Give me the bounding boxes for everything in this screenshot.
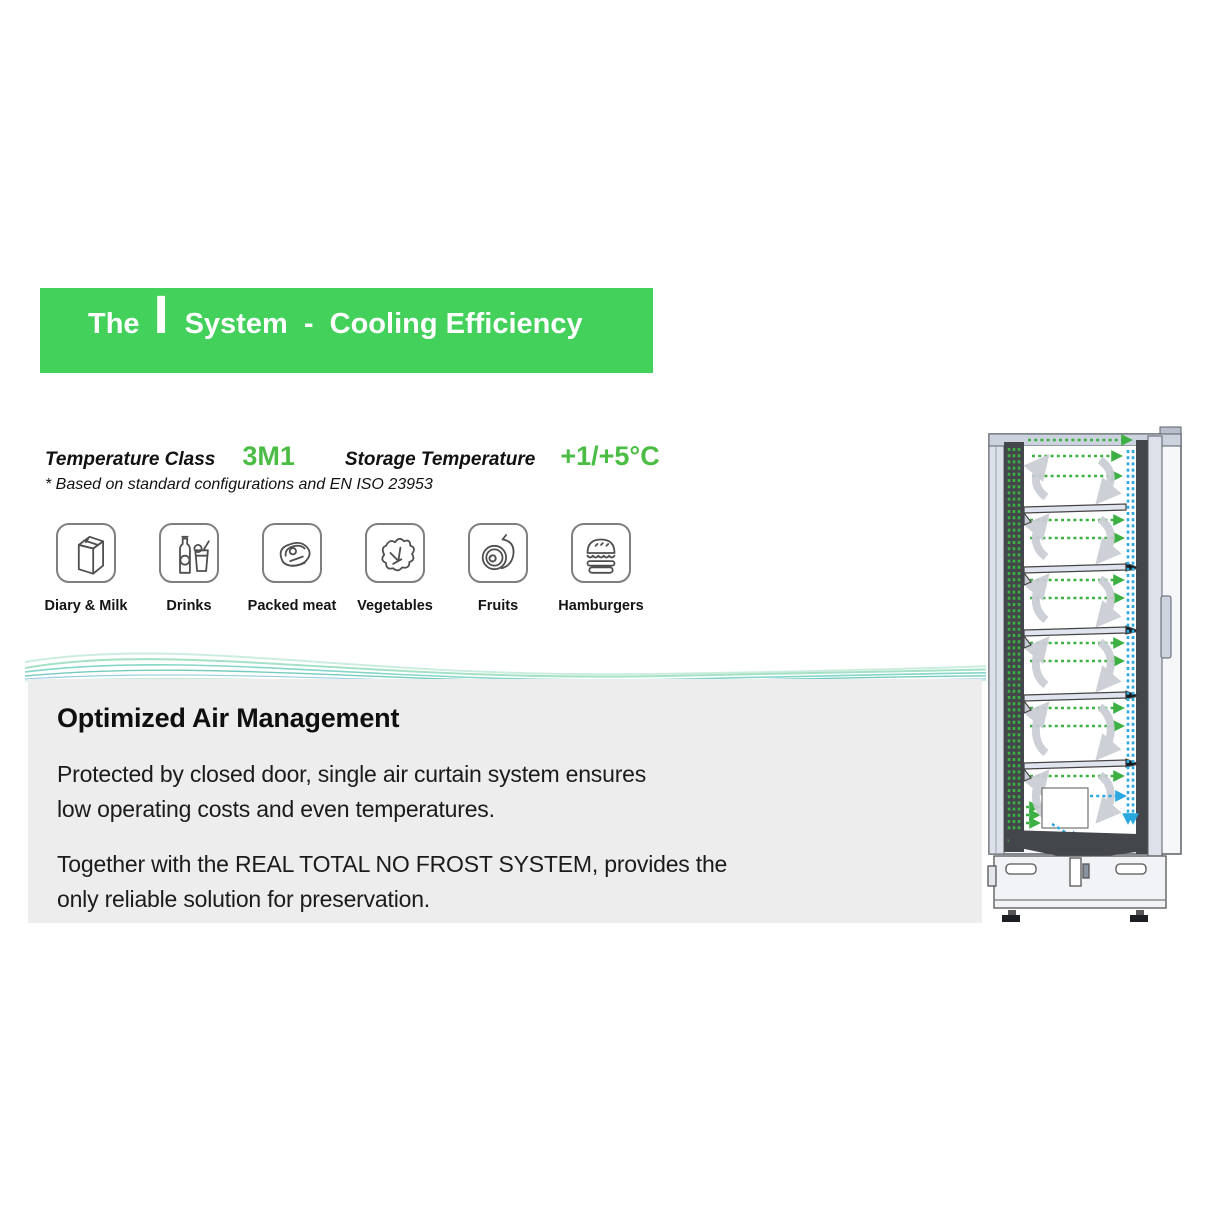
paragraph-line: Protected by closed door, single air cur…	[57, 761, 647, 787]
category-hamburgers: Hamburgers	[553, 523, 649, 614]
category-vegetables: Vegetables	[347, 523, 443, 614]
storage-temperature-label: Storage Temperature	[344, 449, 536, 470]
category-label: Diary & Milk	[44, 598, 128, 614]
paragraph-line: low operating costs and even temperature…	[57, 796, 495, 822]
category-drinks: Drinks	[141, 523, 237, 614]
milk-carton-icon	[56, 523, 116, 583]
category-label: Hamburgers	[558, 598, 644, 614]
evaporator-box	[1041, 787, 1089, 829]
category-dairy: Diary & Milk	[38, 523, 134, 614]
temperature-class-value: 3M1	[242, 441, 295, 471]
temperature-class-label: Temperature Class	[45, 449, 216, 470]
food-category-row: Diary & Milk Drinks	[38, 523, 649, 614]
lettuce-icon	[365, 523, 425, 583]
cold-air-green-arrows	[1007, 434, 1133, 844]
banner-brand-letter: I	[153, 285, 169, 345]
peach-icon	[468, 523, 528, 583]
standards-footnote: * Based on standard configurations and E…	[45, 476, 433, 493]
title-banner: The I System - Cooling Efficiency	[40, 288, 653, 373]
steak-icon	[262, 523, 322, 583]
category-label: Vegetables	[357, 598, 433, 614]
panel-paragraph-1: Protected by closed door, single air cur…	[57, 757, 982, 827]
category-label: Packed meat	[247, 598, 337, 614]
hamburger-icon	[571, 523, 631, 583]
air-management-panel: Optimized Air Management Protected by cl…	[28, 679, 982, 923]
door-handle	[1160, 595, 1172, 659]
spec-row: Temperature Class 3M1 Storage Temperatur…	[45, 441, 660, 472]
storage-temperature-value: +1/+5°C	[560, 441, 660, 471]
feet	[1002, 910, 1148, 922]
compressor-base	[987, 855, 1167, 909]
banner-prefix: The	[88, 308, 140, 340]
panel-paragraph-2: Together with the REAL TOTAL NO FROST SY…	[57, 847, 982, 917]
drinks-icon	[159, 523, 219, 583]
category-label: Drinks	[166, 598, 212, 614]
refrigerator-airflow-diagram	[986, 420, 1190, 926]
category-label: Fruits	[477, 598, 519, 614]
banner-suffix: System - Cooling Efficiency	[184, 308, 583, 340]
panel-title: Optimized Air Management	[57, 703, 400, 733]
category-packed-meat: Packed meat	[244, 523, 340, 614]
category-fruits: Fruits	[450, 523, 546, 614]
paragraph-line: Together with the REAL TOTAL NO FROST SY…	[57, 851, 728, 877]
paragraph-line: only reliable solution for preservation.	[57, 886, 430, 912]
